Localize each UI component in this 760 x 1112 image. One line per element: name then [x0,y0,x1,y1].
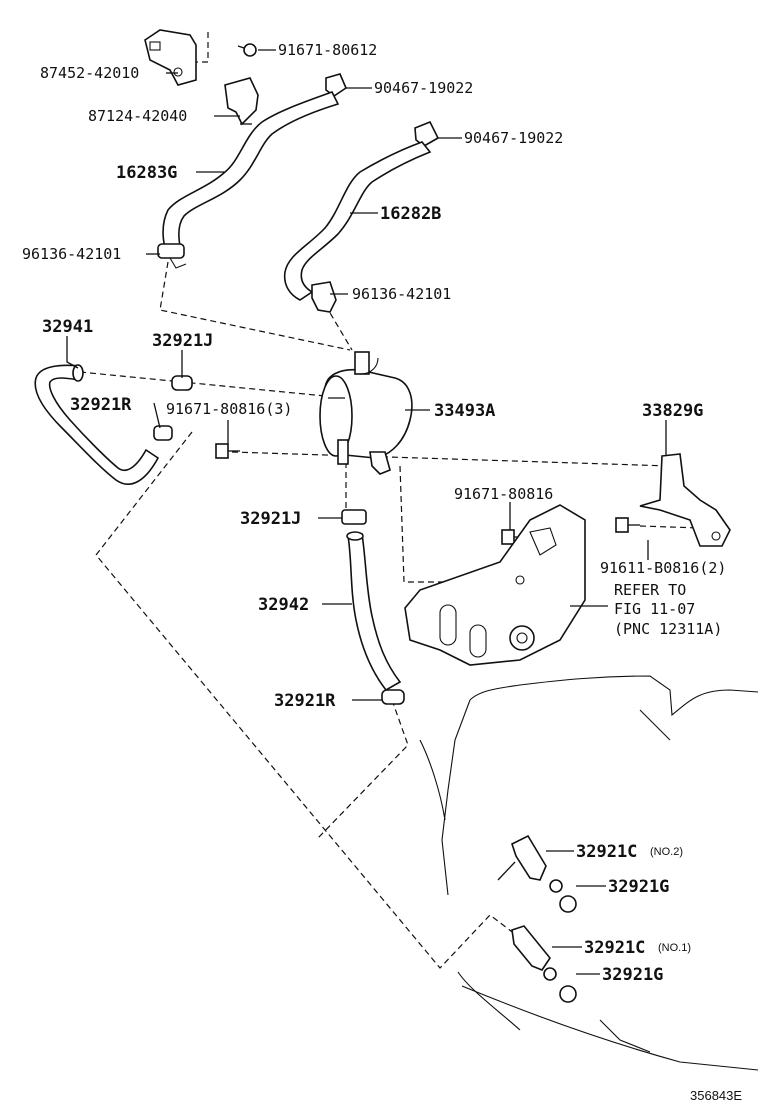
label-96136-42101-a: 96136-42101 [22,245,121,263]
label-91611-b0816-2: 91611-B0816(2) [600,559,726,577]
clip-90467-19022-a[interactable] [325,73,347,97]
label-32921g-a: 32921G [608,877,669,897]
bolt-91671-80816-3[interactable] [215,443,240,459]
refer-to-line-1: REFER TO [614,581,686,599]
hose-32941[interactable] [34,364,160,485]
label-32921g-b: 32921G [602,965,663,985]
label-32942: 32942 [258,595,309,615]
oring-32921g-b[interactable] [559,985,577,1003]
label-32921c-no1: 32921C [584,938,645,958]
label-32921c-no1-tag: (NO.1) [658,942,691,954]
clamp-32921r-top[interactable] [153,425,173,441]
label-91671-80816: 91671-80816 [454,485,553,503]
clamp-32921j-top[interactable] [171,375,193,391]
leader-lines [66,49,667,975]
refer-to-line-2: FIG 11-07 [614,600,695,618]
label-90467-19022-b: 90467-19022 [464,129,563,147]
bolt-91671-80612[interactable] [237,43,257,57]
refer-to-line-3: (PNC 12311A) [614,620,722,638]
oring-32921g-a[interactable] [559,895,577,913]
bracket-87452-42010[interactable] [144,29,197,86]
label-33493a: 33493A [434,401,495,421]
clamp-32921r-bottom[interactable] [381,689,405,705]
bracket-33829g[interactable] [639,453,731,547]
label-16282b: 16282B [380,204,441,224]
part-labels: 91671-80612 87452-42010 90467-19022 8712… [22,41,742,1103]
clamp-32921j-mid[interactable] [341,509,367,525]
label-32921j-mid: 32921J [240,509,301,529]
diagram-id: 356843E [690,1088,742,1103]
label-32921c-no2-tag: (NO.2) [650,846,683,858]
label-90467-19022-a: 90467-19022 [374,79,473,97]
hose-32942[interactable] [346,531,402,692]
connector-32921c-no2[interactable] [497,834,563,893]
clip-90467-19022-b[interactable] [414,120,440,147]
clamp-96136-42101-a[interactable] [157,243,187,269]
bolt-91611-b0816[interactable] [615,517,640,533]
label-87124-42040: 87124-42040 [88,107,187,125]
label-32941: 32941 [42,317,93,337]
label-16283g: 16283G [116,163,177,183]
label-91671-80816-3: 91671-80816(3) [166,400,292,418]
label-96136-42101-b: 96136-42101 [352,285,451,303]
label-87452-42010: 87452-42010 [40,64,139,82]
engine-outline [419,675,759,1071]
connector-32921c-no1[interactable] [511,925,557,981]
label-32921j-top: 32921J [152,331,213,351]
mounting-bracket-fig-11-07[interactable] [404,504,586,666]
label-91671-80612: 91671-80612 [278,41,377,59]
label-32921c-no2: 32921C [576,842,637,862]
label-32921r-bottom: 32921R [274,691,336,711]
label-32921r-top: 32921R [70,395,132,415]
clamp-96136-42101-b[interactable] [311,281,337,313]
vacuum-tank-33493a[interactable] [319,351,413,475]
bracket-87124-42040[interactable] [224,77,259,126]
label-33829g: 33829G [642,401,703,421]
